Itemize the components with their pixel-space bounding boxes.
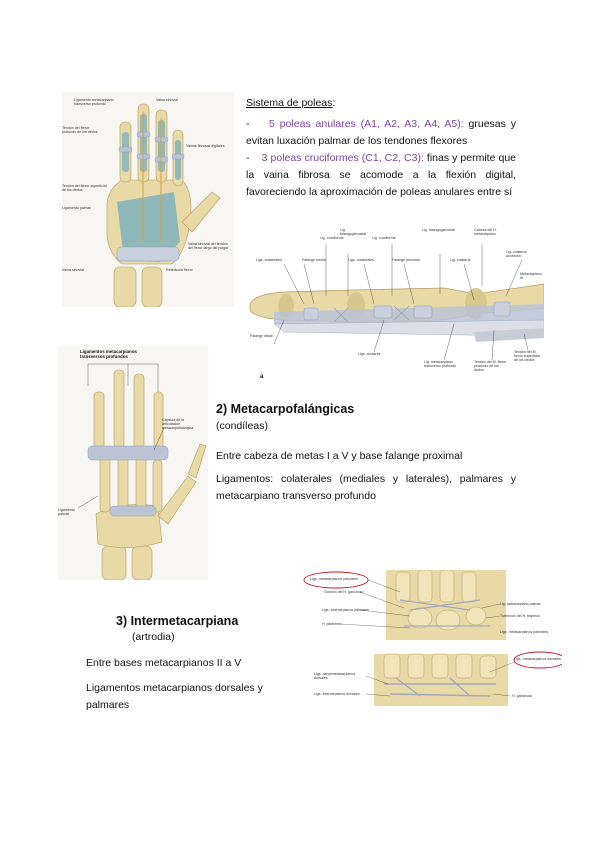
label-finger-colacc: Lig. colateral accesorio — [506, 250, 527, 258]
label-hand-5: Tendón del flexor superficial de los ded… — [62, 184, 107, 192]
label-finger-metaiii: Metacarpiano III — [520, 272, 542, 280]
label-palmar-l4: H. pisiforme — [322, 622, 342, 626]
figure-letter-a: a — [260, 374, 264, 380]
label-hand-3: Tendón del flexor profundo de los dedos — [62, 126, 98, 134]
label-hand-8: Vaina sinovial — [62, 268, 84, 272]
label-hand-4: Vainas fibrosas digitales — [186, 144, 225, 148]
label-mcp-title: Ligamentos metacarpianos transversos pro… — [80, 349, 137, 359]
label-hand-6: Ligamento palmar — [62, 206, 91, 210]
intermeta-subheading: (artrodia) — [132, 631, 175, 643]
label-finger-tprof: Tendón del M. flexor profundo de los ded… — [474, 360, 507, 372]
poleas-item-annular: - 5 poleas anulares (A1, A2, A3, A4, A5)… — [246, 116, 516, 150]
poleas-item-cruciform: - 3 poleas cruciformes (C1, C2, C3): fin… — [246, 150, 516, 201]
label-finger-tsup: Tendón del M. flexor superficial de los … — [514, 350, 540, 362]
poleas-section: Sistema de poleas: - 5 poleas anulares (… — [246, 95, 516, 201]
mcp-subheading: (condíleas) — [216, 420, 268, 432]
poleas-item1-highlight: 5 poleas anulares (A1, A2, A3, A4, A5): — [269, 118, 464, 130]
label-finger-fmedia: Falange media — [302, 258, 326, 262]
poleas-item1-rest: gruesas y evitan luxación palmar de los … — [246, 118, 516, 147]
label-dorsal-l1: Ligs. carpometacarpianos dorsales — [314, 672, 356, 680]
label-palmar-l1: Ligs. metacarpianos palmares — [500, 630, 548, 634]
label-dorsal-circled: Ligs. metacarpianos dorsales — [514, 657, 561, 661]
figure-palmar-ligaments: Ligs. metacarpianos palmares Gancho del … — [300, 569, 562, 640]
label-mcp-palmar: Ligamento palmar — [58, 508, 75, 516]
label-palmar-l5: Tubérculo del H. trapecio — [500, 614, 541, 618]
label-mcp-capsula: Cápsula de la articulación metacarpofalá… — [162, 418, 194, 430]
finger-lateral-illustration — [249, 244, 545, 361]
intermeta-heading: 3) Intermetacarpiana — [116, 614, 239, 628]
label-hand-9: Retináculo flexor — [166, 268, 193, 272]
label-hand-1: Ligamento metacarpiano transverso profun… — [74, 98, 114, 106]
label-finger-transverso: Lig. metacarpiano transverso profundo — [424, 360, 456, 368]
label-finger-cruc1: Lig. cruciforme — [320, 236, 344, 240]
intermeta-section: 3) Intermetacarpiana (artrodia) Entre ba… — [86, 614, 286, 714]
mcp-paragraph-1: Entre cabeza de metas I a V y base falan… — [216, 450, 463, 462]
label-finger-falg1: Lig. falangoglenoidal — [340, 228, 367, 236]
mcp-heading: 2) Metacarpofalángicas — [216, 402, 355, 416]
label-dorsal-l3: H. ganchoso — [512, 694, 533, 698]
label-finger-fprox: Falange proximal — [392, 258, 420, 262]
poleas-title-colon: : — [332, 97, 336, 109]
figure-hand-sheaths: Ligamento metacarpiano transverso profun… — [62, 92, 234, 308]
label-finger-fdistal: Falange distal — [250, 334, 273, 338]
label-palmar-l6: Lig. radiocarpiano palmar — [500, 602, 541, 606]
mcp-joints-illustration — [77, 363, 207, 581]
label-finger-anulares: Ligs. anulares — [358, 352, 381, 356]
label-finger-falg2: Lig. falangoglenoidal — [422, 228, 455, 232]
poleas-title: Sistema de poleas — [246, 97, 333, 109]
poleas-item2-highlight: 3 poleas cruciformes (C1, C2, C3): — [261, 152, 424, 164]
dorsal-ligaments-illustration — [365, 651, 567, 706]
mcp-paragraph-2: Ligamentos: colaterales (mediales y late… — [216, 473, 516, 502]
label-dorsal-l2: Ligs. intercarpianos dorsales — [314, 692, 360, 696]
intermeta-paragraph-1: Entre bases metacarpianos II a V — [86, 657, 242, 669]
intermeta-paragraph-2: Ligamentos metacarpianos dorsales y palm… — [86, 682, 263, 711]
label-palmar-l2: Gancho del H. ganchoso — [324, 590, 364, 594]
hand-sheaths-illustration — [106, 103, 221, 308]
figure-dorsal-ligaments: Ligs. metacarpianos dorsales Ligs. carpo… — [300, 650, 567, 710]
mcp-section: 2) Metacarpofalángicas (condíleas) Entre… — [216, 402, 516, 505]
label-finger-cabeza: Cabeza del H. metacarpiano — [474, 228, 497, 236]
poleas-item1-dash: - — [246, 118, 250, 130]
poleas-item2-rest: finas y permite que la vaina fibrosa se … — [246, 152, 516, 198]
label-hand-7: Vaina sinovial del tendón del flexor lar… — [188, 242, 229, 250]
label-finger-cruc2: Lig. cruciforme — [372, 236, 396, 240]
label-palmar-circled: Ligs. metacarpianos palmares — [310, 577, 358, 581]
poleas-item2-dash: - — [246, 152, 250, 164]
figure-finger-lateral: Lig. cruciforme Lig. falangoglenoidal Li… — [244, 224, 545, 388]
label-palmar-l3: Ligs. intercarpianos palmares — [322, 608, 369, 612]
label-hand-2: Vaina sinovial — [156, 98, 178, 102]
poleas-title-line: Sistema de poleas: — [246, 95, 516, 112]
label-finger-colat: Ligs. colaterales — [256, 258, 282, 262]
label-finger-colat2: Ligs. colaterales — [348, 258, 374, 262]
palmar-ligaments-illustration — [303, 569, 506, 640]
figure-mcp-joints: Ligamentos metacarpianos transversos pro… — [58, 346, 208, 581]
label-finger-colat3: Lig. colateral — [450, 258, 471, 262]
